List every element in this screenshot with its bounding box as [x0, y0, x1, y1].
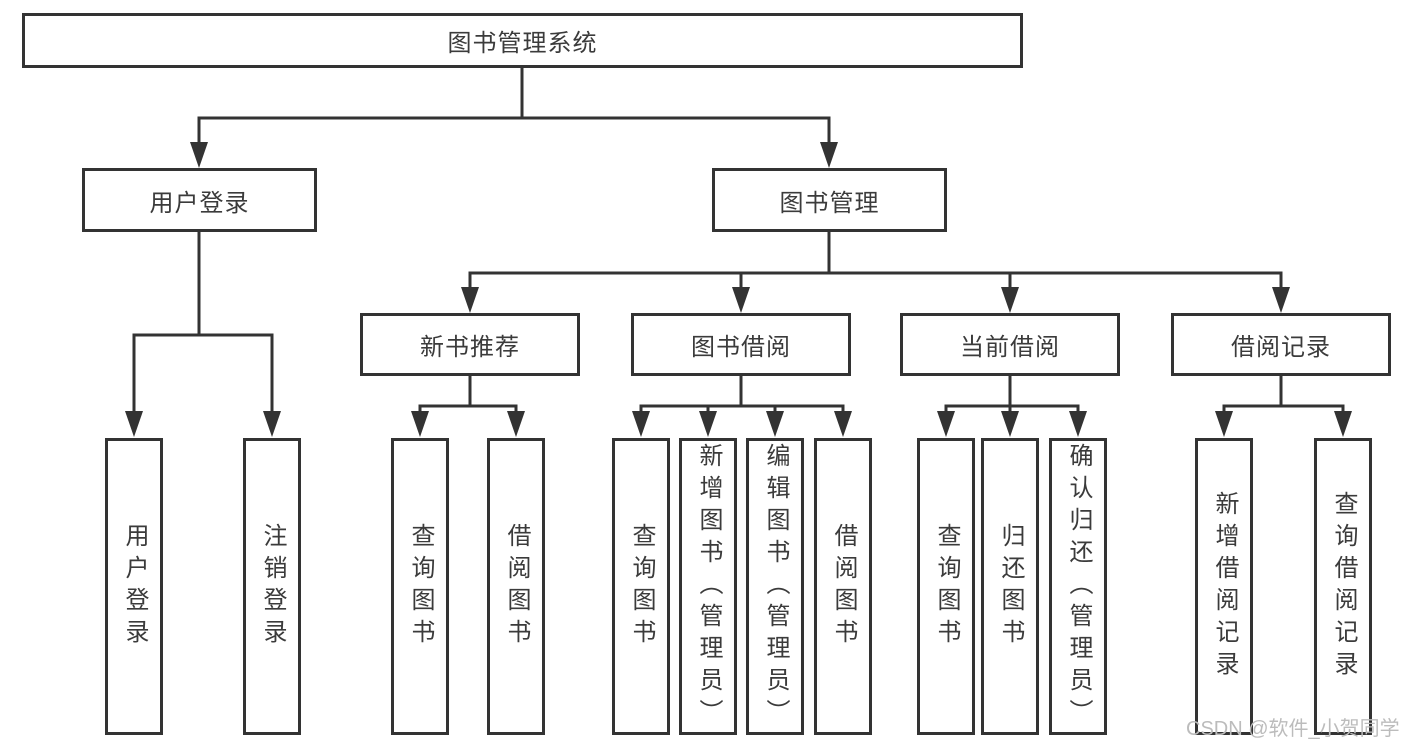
node-currentborrow-confirm: 确认归还（管理员） — [1049, 438, 1107, 735]
edge-level3-elbow — [468, 271, 1283, 290]
node-records-query: 查询借阅记录 — [1314, 438, 1372, 735]
node-newbooks-borrow: 借阅图书 — [487, 438, 545, 735]
node-bookborrow-add: 新增图书（管理员） — [679, 438, 737, 735]
node-current-borrow: 当前借阅 — [900, 313, 1120, 376]
node-login-label: 用户登录 — [121, 522, 148, 651]
node-book-mgmt-module-label: 图书管理 — [779, 189, 880, 217]
node-currentborrow-query: 查询图书 — [917, 438, 975, 735]
node-newbooks-query-label: 查询图书 — [407, 522, 434, 651]
node-records-query-label: 查询借阅记录 — [1330, 490, 1357, 683]
node-user-login-module: 用户登录 — [82, 168, 317, 232]
node-currentborrow-confirm-label: 确认归还（管理员） — [1065, 442, 1092, 731]
csdn-watermark: CSDN @软件_小贺同学 — [1186, 718, 1400, 740]
node-bookborrow-edit-label: 编辑图书（管理员） — [762, 442, 789, 731]
node-bookborrow-query-label: 查询图书 — [628, 522, 655, 651]
edge-currentborrow-elbow — [944, 404, 1080, 414]
node-newbooks-query: 查询图书 — [391, 438, 449, 735]
node-records-add-label: 新增借阅记录 — [1211, 490, 1238, 683]
arrowheads — [125, 142, 1352, 437]
node-login: 用户登录 — [105, 438, 163, 735]
node-book-mgmt-module: 图书管理 — [712, 168, 947, 232]
node-root-label: 图书管理系统 — [447, 30, 598, 57]
node-currentborrow-return: 归还图书 — [981, 438, 1039, 735]
node-book-borrow-label: 图书借阅 — [691, 334, 791, 361]
node-book-borrow: 图书借阅 — [631, 313, 851, 376]
node-newbooks-borrow-label: 借阅图书 — [503, 522, 530, 651]
node-bookborrow-query: 查询图书 — [612, 438, 670, 735]
edge-records-elbow — [1222, 404, 1345, 414]
node-bookborrow-add-label: 新增图书（管理员） — [695, 442, 722, 731]
node-logout-label: 注销登录 — [259, 522, 286, 651]
node-borrow-records: 借阅记录 — [1171, 313, 1391, 376]
node-records-add: 新增借阅记录 — [1195, 438, 1253, 735]
edge-newbooks-elbow — [418, 404, 518, 414]
node-borrow-records-label: 借阅记录 — [1231, 334, 1331, 361]
edge-level1-elbow — [197, 116, 831, 145]
node-bookborrow-edit: 编辑图书（管理员） — [746, 438, 804, 735]
edge-bookborrow-elbow — [639, 404, 845, 414]
node-currentborrow-query-label: 查询图书 — [933, 522, 960, 651]
node-bookborrow-borrow-label: 借阅图书 — [830, 522, 857, 651]
node-user-login-module-label: 用户登录 — [149, 189, 250, 217]
node-new-books-label: 新书推荐 — [420, 334, 520, 361]
node-current-borrow-label: 当前借阅 — [960, 334, 1060, 361]
node-logout: 注销登录 — [243, 438, 301, 735]
node-bookborrow-borrow: 借阅图书 — [814, 438, 872, 735]
node-root: 图书管理系统 — [22, 13, 1023, 68]
edge-userlogin-elbow — [132, 333, 274, 414]
node-currentborrow-return-label: 归还图书 — [997, 522, 1024, 651]
node-new-books: 新书推荐 — [360, 313, 580, 376]
